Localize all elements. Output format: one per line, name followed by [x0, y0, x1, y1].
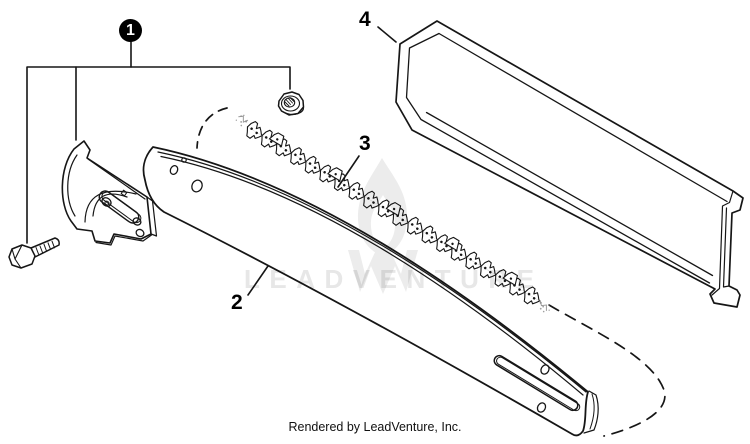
side-plate	[61, 140, 158, 246]
leader-line-3	[337, 155, 360, 188]
watermark-text: LEADVENTURE	[244, 264, 544, 294]
part-label-4: 4	[359, 8, 371, 31]
bolt	[8, 237, 60, 269]
callout-1-badge: 1	[119, 19, 142, 42]
part-label-3: 3	[359, 132, 371, 155]
credit-text: Rendered by LeadVenture, Inc.	[288, 420, 462, 434]
leader-lines	[247, 26, 397, 296]
chain-fade-stipple	[235, 114, 550, 313]
leader-line-2	[247, 265, 269, 296]
saw-chain	[196, 107, 666, 437]
flange-nut	[277, 91, 305, 116]
part-label-2: 2	[231, 291, 243, 314]
bar-cover	[395, 20, 744, 308]
callout-1-bracket	[26, 41, 291, 244]
guide-bar	[142, 146, 599, 437]
leader-line-4	[377, 26, 397, 43]
